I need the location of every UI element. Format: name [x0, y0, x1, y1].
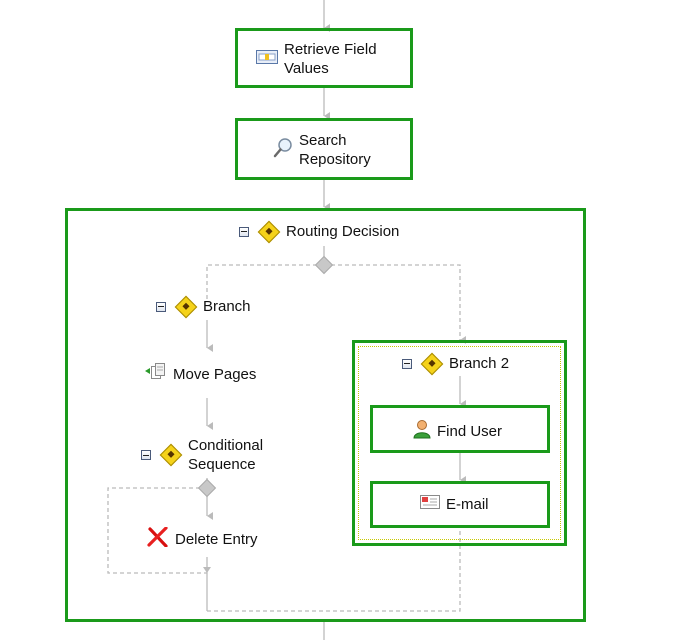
conditional-sequence-node[interactable]: Conditional Sequence: [141, 436, 263, 474]
conditional-split-diamond: [197, 478, 217, 498]
find-user-box[interactable]: [370, 405, 550, 453]
diamond-decision-icon: [257, 220, 281, 243]
move-pages-icon: [145, 363, 167, 386]
find-user-node[interactable]: Find User: [413, 419, 502, 444]
diamond-decision-icon: [174, 295, 198, 318]
search-repository-line1: Search: [299, 132, 347, 149]
dashed-merge: [207, 528, 461, 612]
diamond-decision-icon: [159, 443, 183, 467]
branch-2-box[interactable]: [352, 340, 567, 546]
branch-2-node[interactable]: Branch 2: [402, 352, 510, 375]
magnifier-icon: [273, 137, 293, 164]
dashed-split-right: [324, 264, 466, 344]
email-icon: [420, 495, 440, 514]
routing-decision-box[interactable]: [65, 208, 586, 622]
user-icon: [413, 419, 431, 444]
delete-entry-node[interactable]: Delete Entry: [147, 526, 258, 552]
email-box[interactable]: [370, 481, 550, 528]
conditional-sequence-line2: Sequence: [188, 456, 256, 473]
routing-split-diamond: [314, 255, 334, 275]
move-pages-label: Move Pages: [173, 366, 257, 383]
search-repository-box[interactable]: [235, 118, 413, 180]
dashed-cond-loop: [107, 487, 211, 574]
find-user-label: Find User: [437, 423, 503, 440]
branch-label: Branch: [203, 298, 251, 315]
email-label: E-mail: [446, 496, 489, 513]
collapse-minus-icon[interactable]: [402, 358, 412, 369]
delete-entry-label: Delete Entry: [175, 531, 258, 548]
routing-decision-node[interactable]: Routing Decision: [239, 220, 400, 243]
branch-node[interactable]: Branch: [156, 295, 251, 318]
branch-2-label: Branch 2: [449, 355, 510, 372]
diamond-decision-icon: [420, 352, 444, 375]
move-pages-node[interactable]: Move Pages: [145, 363, 256, 386]
red-x-icon: [147, 526, 169, 552]
retrieve-field-values-line1: Retrieve Field: [284, 41, 377, 58]
routing-decision-label: Routing Decision: [286, 223, 400, 240]
field-values-icon: [256, 49, 278, 69]
retrieve-field-values-line2: Values: [284, 60, 329, 77]
retrieve-field-values-box[interactable]: [235, 28, 413, 88]
collapse-minus-icon[interactable]: [141, 450, 151, 460]
search-repository-line2: Repository: [299, 151, 371, 168]
email-node[interactable]: E-mail: [420, 495, 489, 514]
retrieve-field-values-node[interactable]: Retrieve Field Values: [256, 40, 377, 78]
dashed-split-left: [206, 264, 324, 300]
conditional-sequence-line1: Conditional: [188, 437, 264, 454]
collapse-minus-icon[interactable]: [239, 226, 249, 237]
search-repository-node[interactable]: Search Repository: [273, 131, 371, 169]
collapse-minus-icon[interactable]: [156, 301, 166, 312]
